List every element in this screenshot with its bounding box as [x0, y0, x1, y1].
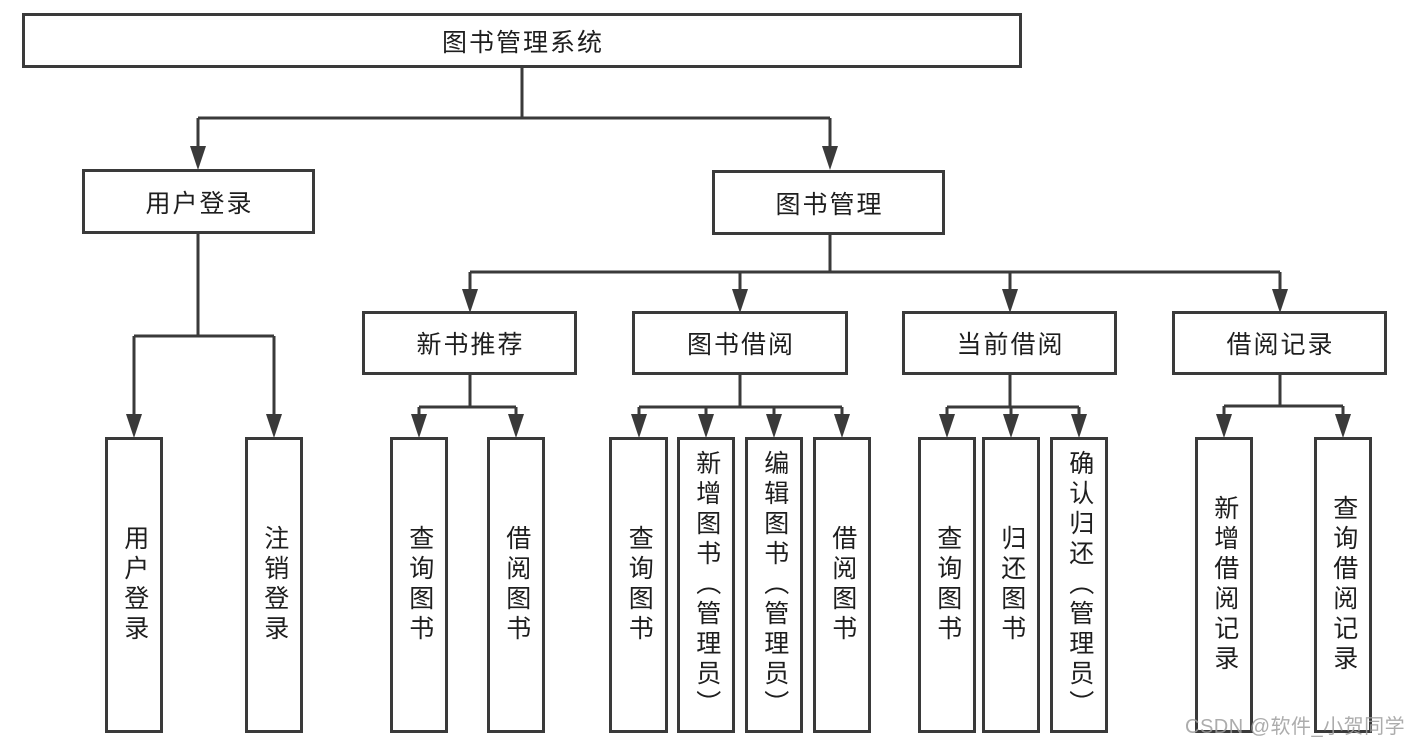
node-label: 查询图书 [933, 525, 962, 645]
node-label: 图书管理系统 [441, 28, 604, 57]
leaf-logout: 注销登录 [245, 437, 303, 733]
node-book-management: 图书管理 [712, 170, 945, 235]
node-label: 新书推荐 [416, 331, 525, 359]
leaf-user-login: 用户登录 [105, 437, 163, 733]
node-label: 当前借阅 [956, 331, 1065, 359]
leaf-borrowing-query-book: 查询图书 [609, 437, 668, 733]
node-label: 用户登录 [120, 525, 149, 645]
leaf-borrowing-borrow-book: 借阅图书 [813, 437, 871, 733]
node-label: 查询图书 [625, 525, 654, 645]
node-label: 归还图书 [997, 525, 1026, 645]
node-label: 注销登录 [260, 525, 289, 645]
leaf-recommend-borrow-book: 借阅图书 [487, 437, 545, 733]
node-label: 图书借阅 [686, 331, 795, 359]
node-new-book-recommendation: 新书推荐 [362, 311, 577, 375]
node-current-borrowing: 当前借阅 [902, 311, 1117, 375]
node-borrowing-records: 借阅记录 [1172, 311, 1387, 375]
node-label: 查询图书 [405, 525, 434, 645]
node-label: 查询借阅记录 [1329, 495, 1358, 675]
node-library-management-system: 图书管理系统 [22, 13, 1022, 68]
node-label: 新增借阅记录 [1210, 495, 1239, 675]
node-label: 新增图书（管理员） [692, 450, 721, 720]
leaf-add-borrow-record: 新增借阅记录 [1195, 437, 1253, 733]
leaf-return-book: 归还图书 [982, 437, 1040, 733]
leaf-add-book-admin: 新增图书（管理员） [677, 437, 735, 733]
node-label: 借阅图书 [502, 525, 531, 645]
node-label: 借阅记录 [1226, 331, 1335, 359]
csdn-watermark: CSDN @软件_小贺同学 [1185, 716, 1405, 738]
node-label: 确认归还（管理员） [1065, 450, 1094, 720]
leaf-recommend-query-book: 查询图书 [390, 437, 448, 733]
node-user-login: 用户登录 [82, 169, 315, 234]
node-label: 图书管理 [775, 190, 884, 219]
node-label: 借阅图书 [828, 525, 857, 645]
leaf-query-borrow-record: 查询借阅记录 [1314, 437, 1372, 733]
leaf-edit-book-admin: 编辑图书（管理员） [745, 437, 803, 733]
leaf-confirm-return-admin: 确认归还（管理员） [1050, 437, 1108, 733]
node-book-borrowing: 图书借阅 [632, 311, 848, 375]
node-label: 用户登录 [145, 189, 254, 218]
leaf-current-query-book: 查询图书 [918, 437, 976, 733]
node-label: 编辑图书（管理员） [760, 450, 789, 720]
